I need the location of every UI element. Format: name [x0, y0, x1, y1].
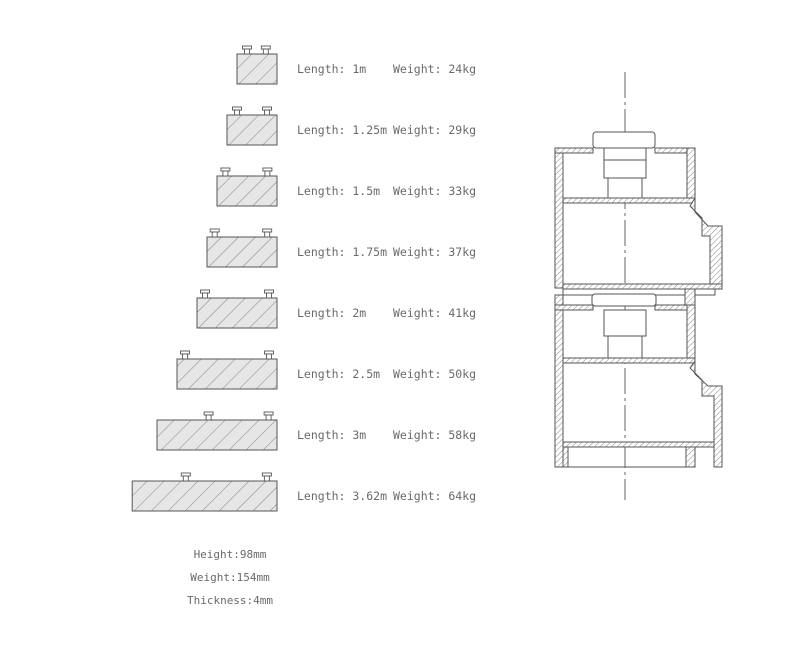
- cross-section-drawing: [554, 72, 723, 500]
- beam-row: Length: 1.25m Weight: 29kg: [226, 106, 476, 146]
- beam-bar: [176, 358, 278, 390]
- beam-knob: [262, 228, 273, 238]
- beam-length-label: Length: 3m: [297, 428, 366, 442]
- beam-length-label: Length: 2m: [297, 306, 366, 320]
- upper-profile: [554, 131, 723, 290]
- beam-knob: [262, 106, 272, 116]
- beam-knob: [180, 350, 190, 360]
- spec-block: Height:98mm Weight:154mm Thickness:4mm: [187, 548, 273, 607]
- beam-row: Length: 2m Weight: 41kg: [196, 289, 476, 329]
- beam-knob: [203, 411, 214, 421]
- lower-knob-stem: [603, 309, 647, 337]
- lower-left-wall: [554, 294, 564, 468]
- beam-bar: [226, 114, 278, 146]
- beam-weight-label: Weight: 24kg: [393, 62, 476, 76]
- beam-bar: [131, 480, 278, 512]
- lower-profile: [554, 294, 723, 468]
- upper-knob-base: [607, 177, 643, 199]
- beam-row: Length: 3.62m Weight: 64kg: [131, 472, 476, 512]
- beam-bar: [206, 236, 278, 268]
- upper-step-profile: [689, 196, 723, 285]
- beam-bar: [216, 175, 278, 207]
- beam-bar: [156, 419, 278, 451]
- beam-bar: [196, 297, 278, 329]
- beam-length-label: Length: 1m: [297, 62, 366, 76]
- beam-weight-label: Weight: 64kg: [393, 489, 476, 503]
- beam-knob: [180, 472, 191, 482]
- beam-row: Length: 2.5m Weight: 50kg: [176, 350, 476, 390]
- beam-weight-label: Weight: 58kg: [393, 428, 476, 442]
- beam-row: Length: 3m Weight: 58kg: [156, 411, 476, 451]
- beam-length-label: Length: 1.5m: [297, 184, 380, 198]
- beam-length-label: Length: 1.75m: [297, 245, 387, 259]
- beam-knob: [264, 289, 274, 299]
- beam-row: Length: 1.75m Weight: 37kg: [206, 228, 476, 268]
- spec-height: Height:98mm: [194, 548, 267, 561]
- upper-right-wall: [686, 147, 696, 199]
- beam-knob: [261, 472, 272, 482]
- beam-weight-label: Weight: 41kg: [393, 306, 476, 320]
- lower-step-profile: [689, 359, 723, 468]
- upper-left-wall: [554, 147, 564, 289]
- upper-inner-plate: [562, 197, 696, 204]
- lower-top-flange-left: [554, 304, 594, 311]
- upper-knob-cap: [592, 131, 656, 149]
- upper-top-flange-left: [554, 147, 594, 154]
- spec-thickness: Thickness:4mm: [187, 594, 273, 607]
- beam-knob: [263, 411, 274, 421]
- beam-row: Length: 1m Weight: 24kg: [236, 45, 476, 85]
- beam-knob: [200, 289, 210, 299]
- joint-plate: [591, 293, 657, 307]
- joint-band: [562, 288, 716, 308]
- beam-weight-label: Weight: 50kg: [393, 367, 476, 381]
- lower-inner-plate: [562, 357, 696, 364]
- beam-knob: [232, 106, 242, 116]
- beam-knob: [242, 45, 252, 55]
- beam-length-label: Length: 2.5m: [297, 367, 380, 381]
- lower-knob-base: [607, 335, 643, 359]
- upper-bottom-plate: [562, 283, 723, 290]
- lower-right-wall: [686, 304, 696, 362]
- beam-length-label: Length: 1.25m: [297, 123, 387, 137]
- beam-weight-label: Weight: 29kg: [393, 123, 476, 137]
- beam-weight-label: Weight: 37kg: [393, 245, 476, 259]
- beam-weight-label: Weight: 33kg: [393, 184, 476, 198]
- beam-knob: [262, 167, 273, 177]
- beam-knob: [264, 350, 274, 360]
- beam-knob: [209, 228, 220, 238]
- beam-bar: [236, 53, 278, 85]
- beam-row: Length: 1.5m Weight: 33kg: [216, 167, 476, 207]
- lower-bottom-plate: [562, 441, 715, 448]
- spec-weight: Weight:154mm: [190, 571, 270, 584]
- beam-knob: [260, 45, 271, 55]
- upper-knob-stem: [603, 147, 647, 179]
- beam-length-label: Length: 3.62m: [297, 489, 387, 503]
- beam-knob: [220, 167, 231, 177]
